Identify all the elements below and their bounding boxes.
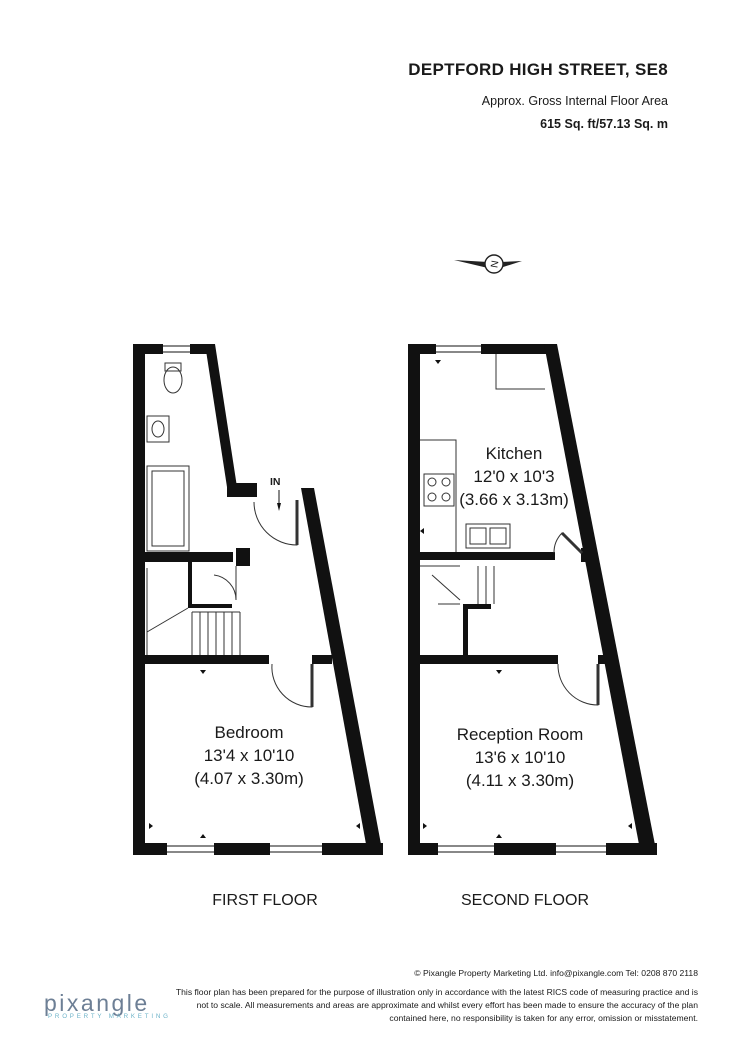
first-floor-entrance-label: IN	[270, 476, 281, 488]
footer-disclaimer-line-1: This floor plan has been prepared for th…	[175, 987, 698, 997]
reception-room-name: Reception Room	[457, 725, 584, 744]
second-floor-label: SECOND FLOOR	[460, 892, 589, 909]
bedroom-name: Bedroom	[215, 723, 284, 742]
bedroom-imperial: 13'4 x 10'10	[204, 746, 295, 765]
floor-area-value: 615 Sq. ft/57.13 Sq. m	[540, 117, 668, 131]
footer-disclaimer-line-2: not to scale. All measurements and areas…	[196, 1000, 698, 1010]
compass-icon: N	[454, 254, 522, 274]
first-floor-plan: IN Bedroom 13'4 x 10'10 (4.07 x 3.30m)	[133, 344, 383, 855]
pixangle-logo-tagline: PROPERTY MARKETING	[48, 1013, 171, 1020]
pixangle-logo: pixangle	[44, 990, 150, 1016]
kitchen-name: Kitchen	[486, 444, 543, 463]
footer-disclaimer-line-3: contained here, no responsibility is tak…	[389, 1013, 698, 1023]
kitchen-imperial: 12'0 x 10'3	[473, 467, 554, 486]
kitchen-metric: (3.66 x 3.13m)	[459, 490, 569, 509]
bedroom-metric: (4.07 x 3.30m)	[194, 769, 304, 788]
reception-room-metric: (4.11 x 3.30m)	[466, 771, 574, 790]
second-floor-plan: Kitchen 12'0 x 10'3 (3.66 x 3.13m) Recep…	[408, 344, 657, 855]
footer-contact: © Pixangle Property Marketing Ltd. info@…	[414, 968, 698, 978]
area-subtitle: Approx. Gross Internal Floor Area	[481, 94, 668, 108]
property-title: DEPTFORD HIGH STREET, SE8	[408, 60, 668, 79]
compass-north-label: N	[489, 260, 501, 269]
reception-room-imperial: 13'6 x 10'10	[475, 748, 566, 767]
first-floor-label: FIRST FLOOR	[212, 892, 318, 909]
